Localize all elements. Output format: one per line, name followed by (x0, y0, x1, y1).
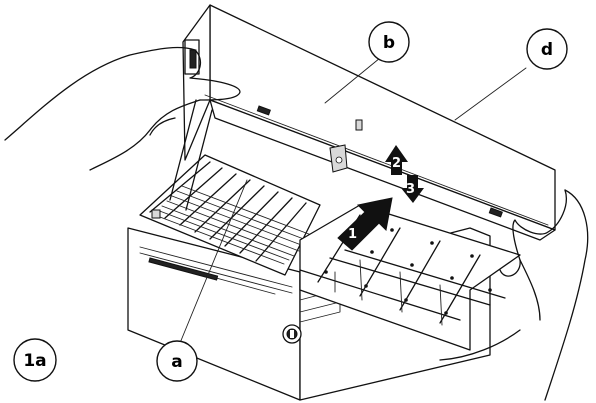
drawer-lid (169, 4, 556, 241)
bill-tray (139, 154, 321, 276)
step-arrow-1: 1 (337, 197, 393, 251)
figure-label-text: 1a (23, 351, 46, 371)
step-label-2: 2 (392, 156, 401, 171)
drawer-lock (282, 324, 302, 344)
leader-lines (179, 57, 527, 344)
callout-a-label: a (171, 352, 182, 372)
figure-label: 1a (13, 338, 57, 382)
callout-a: a (156, 340, 198, 382)
left-hand (4, 46, 241, 171)
callout-b-label: b (383, 33, 395, 53)
callout-d-label: d (541, 40, 553, 60)
callout-b: b (368, 21, 410, 63)
step-label-3: 3 (406, 182, 415, 197)
callout-d: d (526, 28, 568, 70)
step-arrow-2-3: 2 3 (385, 145, 424, 203)
step-label-1: 1 (348, 227, 357, 242)
right-hand (439, 189, 589, 401)
